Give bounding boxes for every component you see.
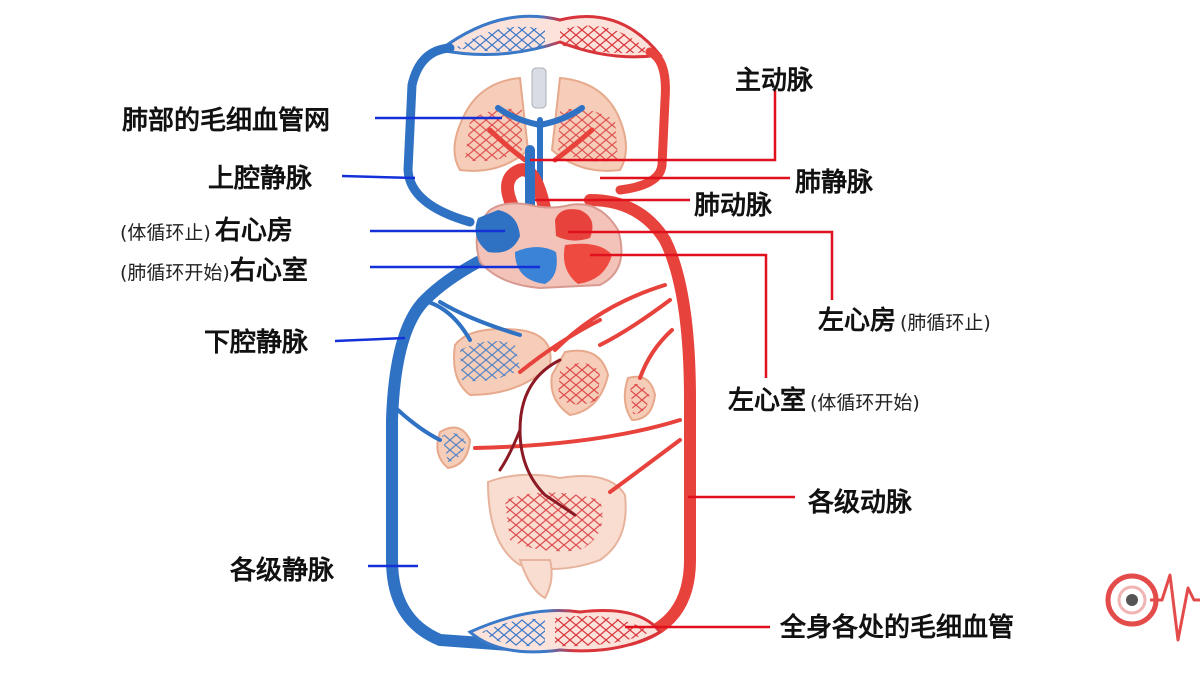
label-left-ventricle-note: (体循环开始) <box>810 392 920 414</box>
label-arteries-all-levels: 各级动脉 <box>808 482 912 519</box>
label-veins-all-levels: 各级静脉 <box>230 550 334 587</box>
label-right-ventricle: 右心室 <box>230 256 308 286</box>
organs <box>398 285 680 598</box>
label-inferior-vena-cava: 下腔静脉 <box>204 322 308 359</box>
label-left-ventricle-group: 左心室(体循环开始) <box>728 380 920 417</box>
heart-rate-logo-icon <box>1108 575 1200 640</box>
label-pulmonary-artery: 肺动脉 <box>694 185 772 222</box>
label-right-atrium-note: (体循环止) <box>120 222 211 244</box>
label-left-atrium-note: (肺循环止) <box>900 312 991 334</box>
pulmonary-loop-artery <box>620 52 665 190</box>
label-right-ventricle-note: (肺循环开始) <box>120 262 230 284</box>
top-capillary-network <box>440 16 660 57</box>
label-left-ventricle: 左心室 <box>728 386 806 416</box>
label-right-ventricle-group: (肺循环开始)右心室 <box>120 250 308 287</box>
label-right-atrium: 右心房 <box>215 216 293 246</box>
label-left-atrium: 左心房 <box>818 306 896 336</box>
label-body-capillary: 全身各处的毛细血管 <box>780 607 1014 644</box>
label-right-atrium-group: (体循环止)右心房 <box>120 210 293 247</box>
lungs <box>454 68 626 190</box>
label-left-atrium-group: 左心房(肺循环止) <box>818 300 991 337</box>
label-pulmonary-capillary: 肺部的毛细血管网 <box>122 100 330 137</box>
label-superior-vena-cava: 上腔静脉 <box>208 158 312 195</box>
label-aorta: 主动脉 <box>735 60 813 97</box>
label-pulmonary-vein: 肺静脉 <box>795 162 873 199</box>
heart <box>476 203 622 288</box>
